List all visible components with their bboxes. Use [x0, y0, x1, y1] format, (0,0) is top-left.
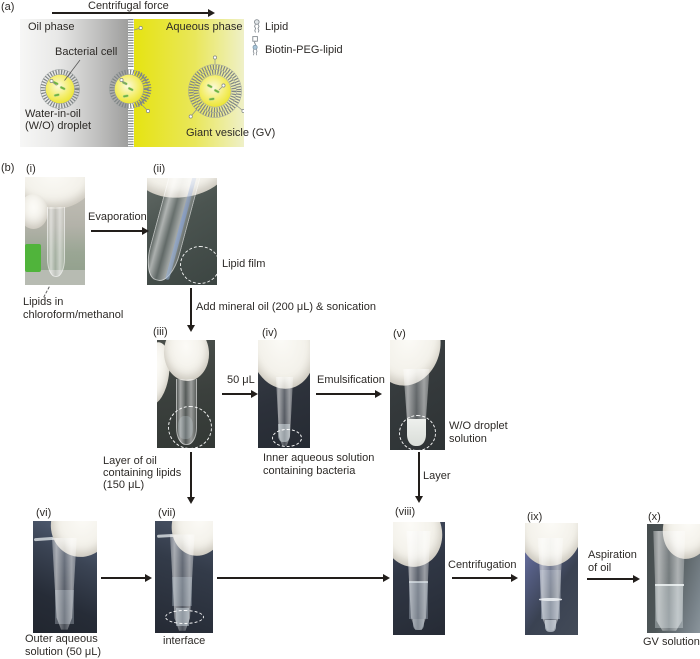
panel-a-schematic: [40, 19, 244, 147]
lipids-in-caption-line2: chloroform/methanol: [23, 309, 124, 321]
oil-phase-label: Oil phase: [28, 21, 75, 33]
step-label-iii: (iii): [153, 326, 168, 338]
aspiration-label-line1: Aspiration: [588, 549, 637, 561]
vii-to-viii-arrow: [217, 574, 390, 582]
photo-step-v: [390, 340, 445, 450]
bacterial-cell-leader: [64, 59, 81, 81]
oil-phase-region: [20, 19, 128, 147]
outer-aqueous-liquid: [54, 590, 74, 625]
inner-aqueous-caption-line1: Inner aqueous solution: [263, 452, 375, 464]
centrifugation-label: Centrifugation: [448, 559, 517, 571]
step-label-i: (i): [26, 163, 36, 175]
wo-droplet-2: [109, 69, 152, 113]
tip-liquid: [412, 619, 425, 631]
layer-of-oil-label-line2: containing lipids: [103, 467, 182, 479]
panel-a-label: (a): [1, 1, 15, 13]
gv-solution-liquid: [655, 586, 684, 628]
tip-liquid: [544, 620, 557, 632]
wo-droplet-1: [40, 69, 80, 109]
giant-vesicle: [188, 55, 244, 119]
photo-step-i: [25, 177, 85, 285]
centrifugal-force-arrow: [52, 8, 215, 17]
step-label-x: (x): [648, 511, 661, 523]
giant-vesicle-label: Giant vesicle (GV): [186, 127, 276, 139]
wo-droplet-label-line1: Water-in-oil: [25, 108, 81, 120]
biotin-peg-lipid-icon: [252, 36, 258, 56]
step-label-iv: (iv): [262, 327, 278, 339]
photo-step-ii: [147, 178, 217, 285]
panel-b-label: (b): [1, 162, 15, 174]
interface-dashed-ellipse: [165, 610, 204, 624]
interface-line: [539, 598, 562, 602]
interface-biotin-head: [138, 26, 143, 30]
layer-of-oil-label-line1: Layer of oil: [103, 455, 157, 467]
layer-of-oil-label-line3: (150 μL): [103, 479, 145, 491]
photo-step-vi: [33, 521, 97, 633]
aqueous-layer: [540, 601, 560, 620]
bench: [25, 269, 85, 285]
photo-step-x: [647, 524, 700, 633]
photo-step-iv: [258, 340, 310, 448]
tip-dashed-ellipse: [272, 429, 302, 447]
step-label-v: (v): [393, 328, 406, 340]
photo-step-iii: [157, 340, 215, 448]
layer-of-oil-arrow: [187, 452, 195, 504]
glove-finger: [25, 194, 48, 229]
glass-tube: [46, 207, 66, 278]
aqueous-phase-label: Aqueous phase: [166, 21, 243, 33]
bacterial-cell-label: Bacterial cell: [55, 46, 118, 58]
meniscus-line: [408, 580, 429, 583]
layer-label: Layer: [423, 470, 451, 482]
wo-droplet-solution-label-line1: W/O droplet: [449, 420, 508, 432]
step-label-ix: (ix): [527, 511, 543, 523]
step-label-viii: (viii): [395, 506, 416, 518]
fifty-ul-arrow: [222, 390, 258, 398]
meniscus-line: [654, 583, 684, 587]
evaporation-label: Evaporation: [88, 211, 147, 223]
layer-arrow: [415, 452, 423, 503]
wo-droplet-solution-label-line2: solution: [449, 433, 487, 445]
photo-step-vii: [155, 521, 213, 633]
lipid-film-label: Lipid film: [222, 258, 266, 270]
photo-step-ix: [525, 523, 578, 635]
glove: [162, 340, 212, 383]
add-mineral-oil-arrow: [187, 288, 195, 332]
aspiration-label-line2: of oil: [588, 562, 612, 574]
emulsification-arrow: [316, 390, 382, 398]
step-label-ii: (ii): [153, 163, 166, 175]
wo-droplet-label-line2: (W/O) droplet: [25, 120, 92, 132]
solution-dashed-circle: [399, 415, 436, 450]
microtube: [653, 530, 686, 631]
photo-step-viii: [393, 522, 445, 635]
legend-lipid-label: Lipid: [265, 21, 289, 33]
oil-layer: [172, 577, 193, 607]
step-label-vii: (vii): [158, 507, 176, 519]
layered-liquid: [408, 581, 429, 620]
evaporation-arrow: [91, 227, 149, 235]
lipid-film-dashed-circle: [180, 246, 217, 284]
gv-solution-caption: GV solution: [643, 636, 700, 648]
aspiration-arrow: [587, 575, 640, 583]
lipids-in-caption-line1: Lipids in: [23, 296, 64, 308]
legend-biotin-label: Biotin-PEG-lipid: [265, 44, 343, 56]
interface-biotin-tail: [133, 28, 140, 31]
interface-caption: interface: [163, 635, 206, 647]
centrifugal-force-label: Centrifugal force: [88, 0, 169, 12]
oil-dashed-circle: [168, 406, 212, 448]
green-object: [25, 243, 41, 273]
vi-to-vii-arrow: [101, 574, 152, 582]
outer-aqueous-caption-line2: solution (50 μL): [25, 646, 102, 658]
outer-aqueous-caption-line1: Outer aqueous: [25, 633, 98, 645]
lipid-icon: [254, 19, 260, 33]
emulsification-label: Emulsification: [317, 374, 385, 386]
inner-aqueous-caption-line2: containing bacteria: [263, 465, 356, 477]
fifty-ul-label: 50 μL: [227, 374, 255, 386]
centrifugation-arrow: [452, 574, 518, 582]
oil-layer: [539, 570, 562, 599]
add-mineral-oil-label: Add mineral oil (200 μL) & sonication: [196, 301, 376, 313]
step-label-vi: (vi): [36, 507, 52, 519]
